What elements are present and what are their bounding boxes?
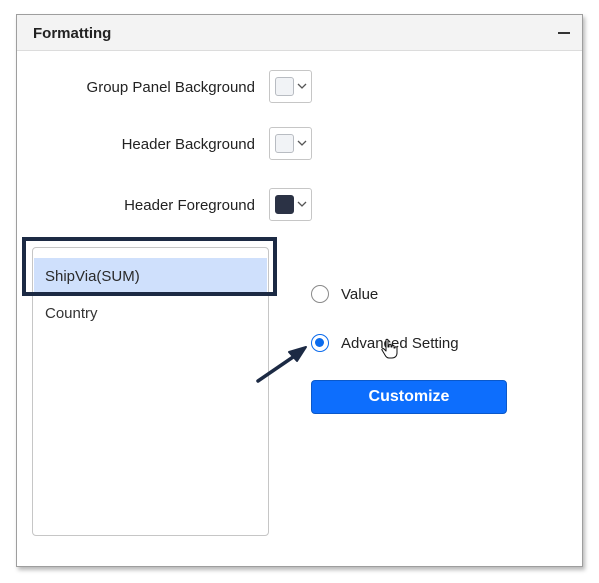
header-background-row: Header Background xyxy=(17,127,337,161)
chevron-down-icon xyxy=(297,140,307,146)
radio-button-advanced-setting[interactable] xyxy=(311,334,329,352)
header-background-label: Header Background xyxy=(121,136,255,153)
formatting-panel: Formatting Group Panel Background Header… xyxy=(16,14,583,567)
radio-selected-dot xyxy=(315,338,324,347)
field-list: ShipVia(SUM) Country xyxy=(32,247,269,536)
panel-header: Formatting xyxy=(17,15,582,51)
chevron-down-icon xyxy=(297,83,307,89)
radio-button-value[interactable] xyxy=(311,285,329,303)
group-panel-background-row: Group Panel Background xyxy=(17,70,337,104)
advanced-setting-radio-label: Advanced Setting xyxy=(341,335,459,352)
header-foreground-row: Header Foreground xyxy=(17,188,337,222)
color-swatch xyxy=(275,195,294,214)
list-item-country[interactable]: Country xyxy=(45,305,98,322)
list-item-shipvia-sum[interactable]: ShipVia(SUM) xyxy=(34,258,267,296)
chevron-down-icon xyxy=(297,201,307,207)
color-swatch xyxy=(275,77,294,96)
collapse-icon[interactable] xyxy=(558,32,570,34)
panel-title: Formatting xyxy=(33,25,112,42)
header-foreground-color-picker[interactable] xyxy=(269,188,312,221)
group-panel-background-label: Group Panel Background xyxy=(86,79,255,96)
value-radio-label: Value xyxy=(341,286,379,303)
customize-button[interactable]: Customize xyxy=(311,380,507,414)
color-swatch xyxy=(275,134,294,153)
header-foreground-label: Header Foreground xyxy=(124,197,255,214)
value-radio-option[interactable]: Value xyxy=(311,284,511,306)
advanced-setting-radio-option[interactable]: Advanced Setting xyxy=(311,333,511,355)
group-panel-background-color-picker[interactable] xyxy=(269,70,312,103)
header-background-color-picker[interactable] xyxy=(269,127,312,160)
